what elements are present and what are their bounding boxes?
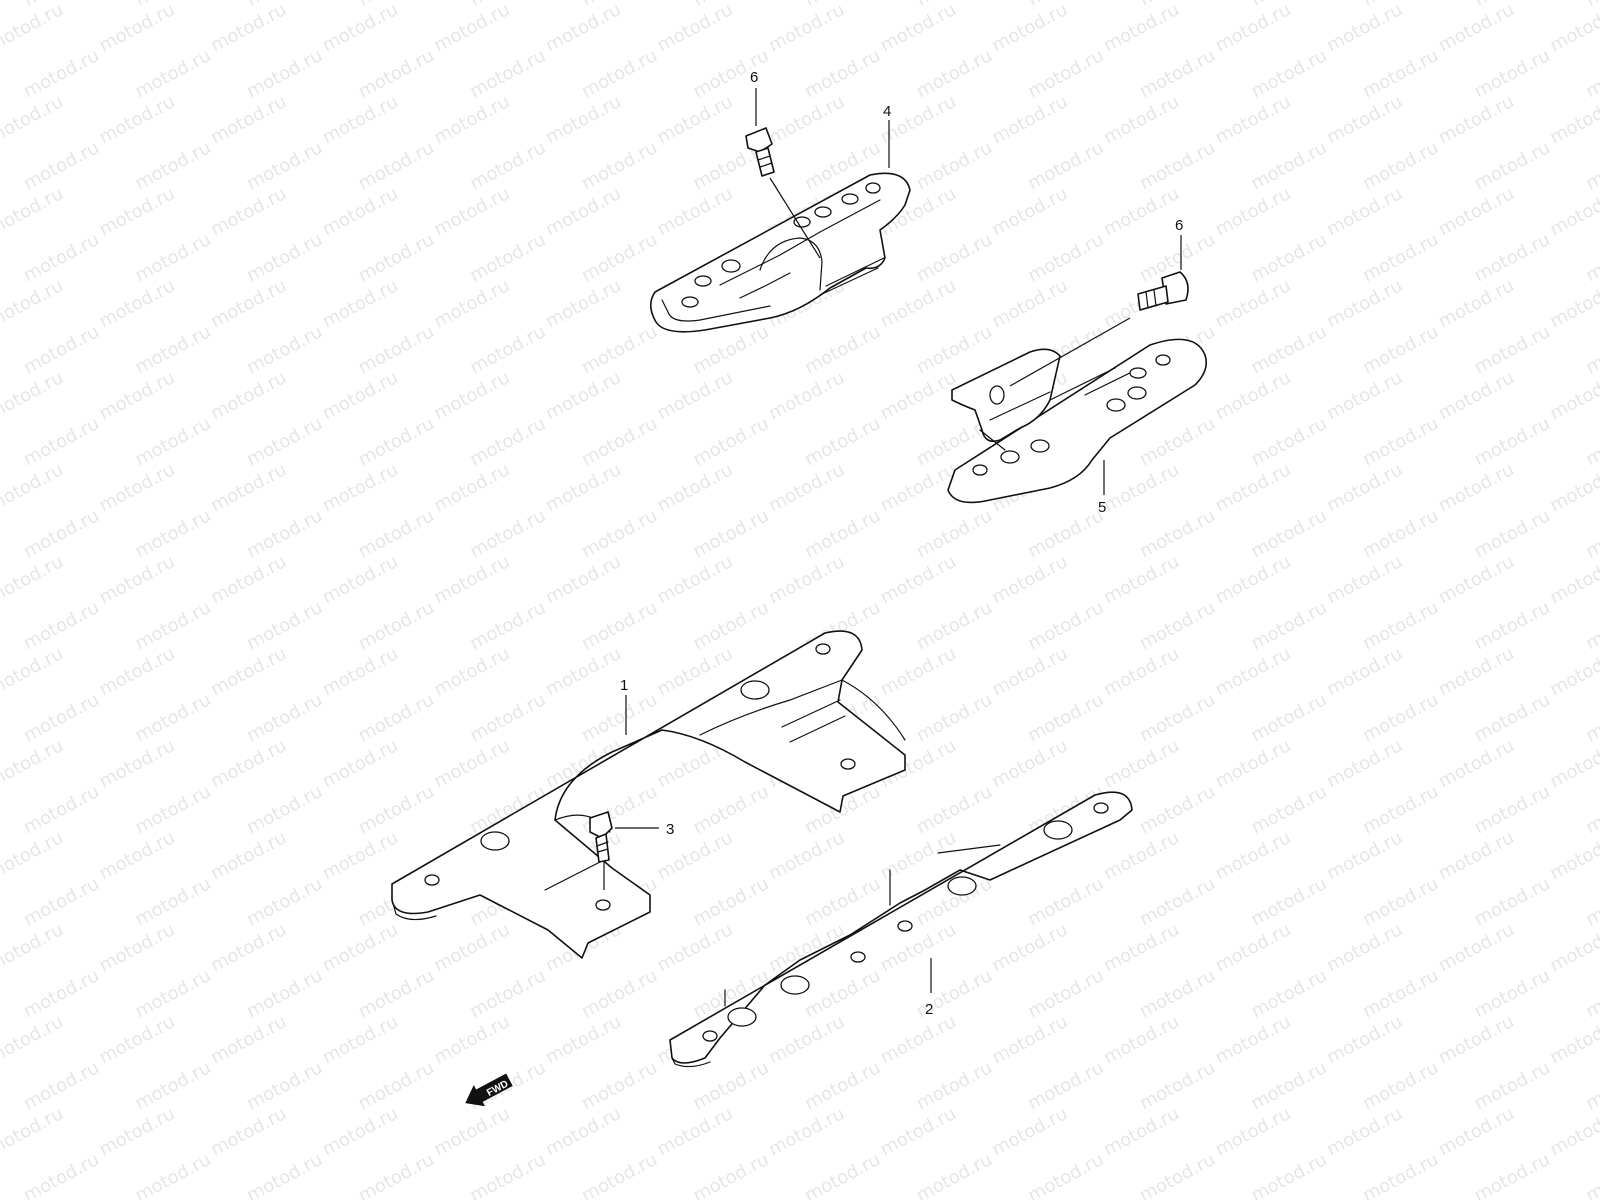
part-4-bracket [649,172,911,333]
part-6-bolt-upper-icon [745,127,821,259]
callout-1: 1 [620,677,628,694]
part-1-frame [391,630,906,959]
part-2-rail [669,791,1133,1068]
callout-3: 3 [666,821,674,838]
callout-5: 5 [1098,499,1106,516]
part-5-bracket [947,338,1208,504]
callout-6-right: 6 [1175,217,1183,234]
callout-4: 4 [883,103,891,120]
watermark-text: motod.ru [1582,0,1600,10]
part-3-bolt-icon [589,811,613,890]
callout-6-upper: 6 [750,69,758,86]
fwd-label: FWD [485,1079,510,1099]
part-6-bolt-right-icon [1009,271,1189,387]
callout-2: 2 [925,1001,933,1018]
fwd-arrow-icon: FWD [465,1073,513,1107]
